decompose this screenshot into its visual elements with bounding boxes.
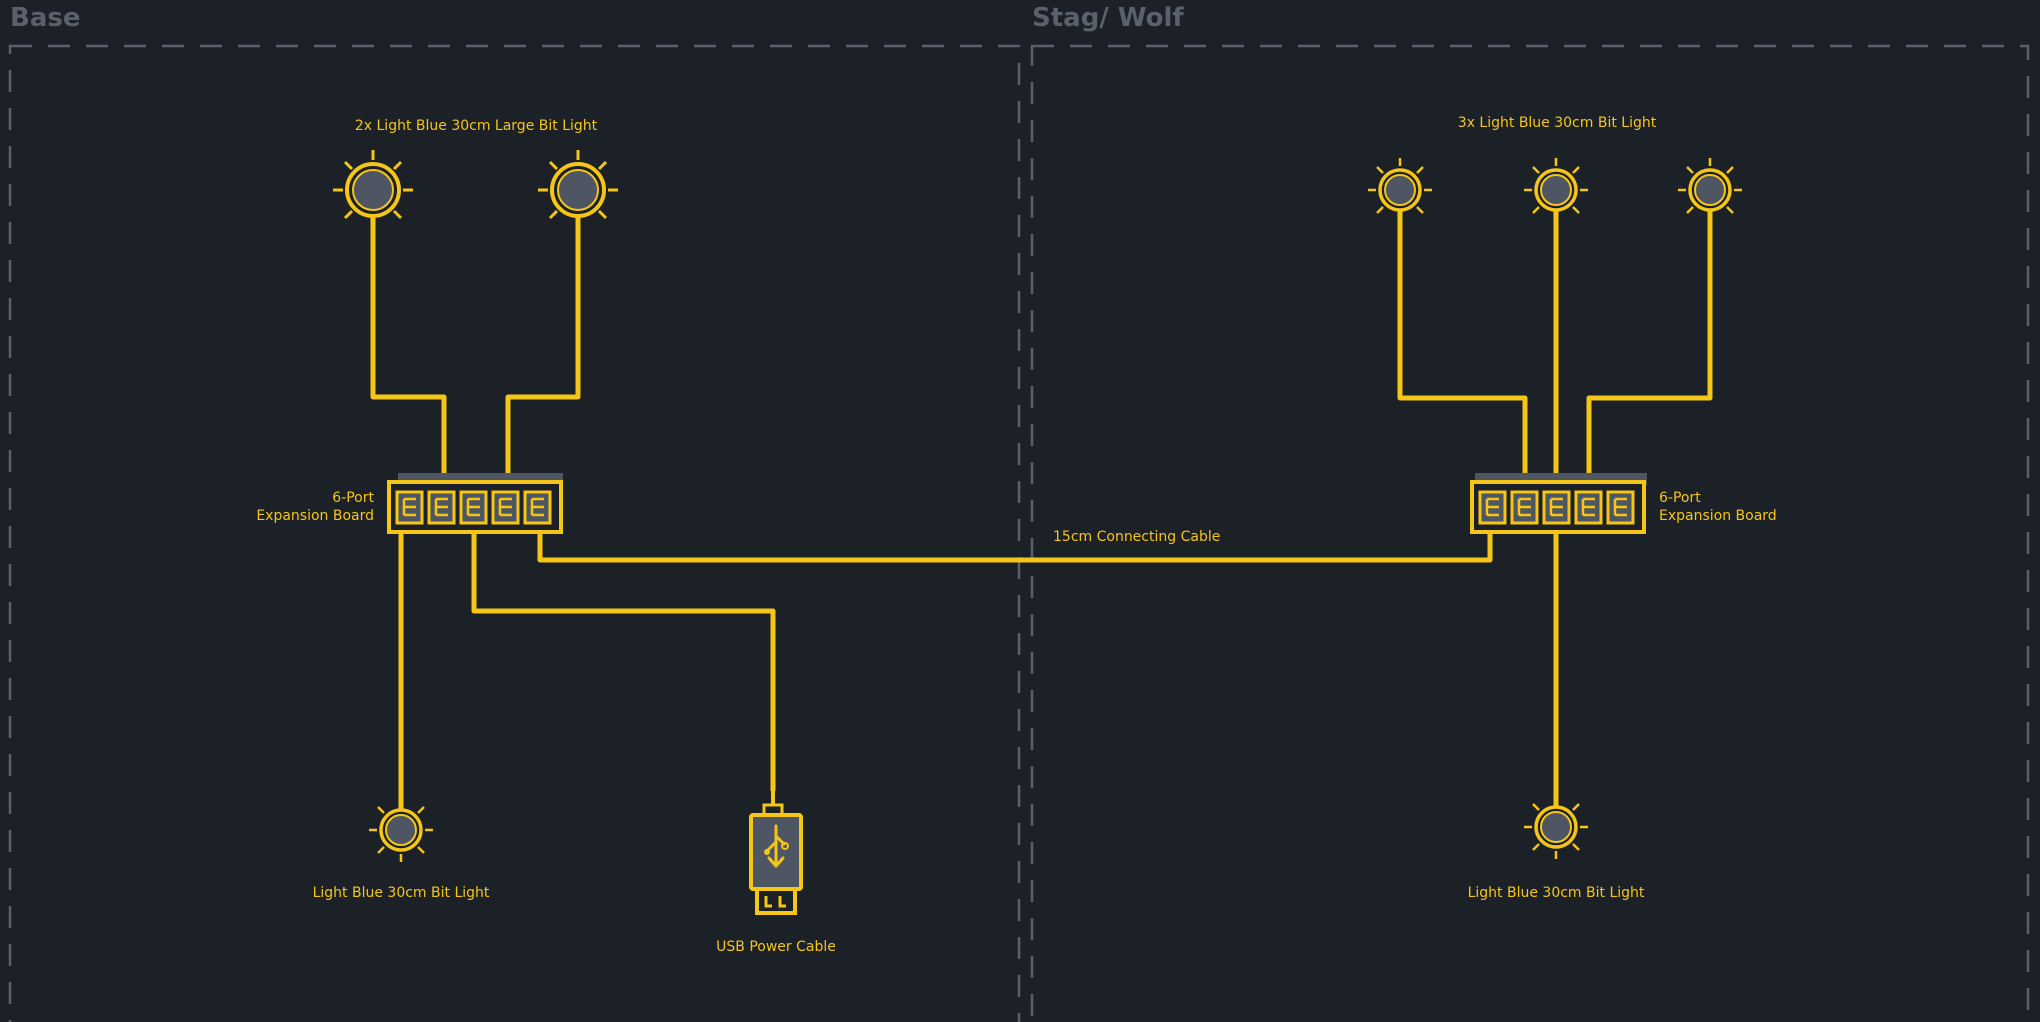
connecting-cable-label: 15cm Connecting Cable [1053, 529, 1220, 545]
stag-section-frame [1030, 44, 2030, 1022]
base-bottom-light-label: Light Blue 30cm Bit Light [313, 885, 490, 901]
board-ports [395, 490, 552, 525]
bit-light-icon [1368, 158, 1432, 222]
bit-light-icon [369, 798, 433, 862]
stag-top-lights-label: 3x Light Blue 30cm Bit Light [1458, 115, 1657, 131]
wire-base-light-2 [505, 207, 581, 478]
bit-light-icon [1678, 158, 1742, 222]
usb-cable-label: USB Power Cable [716, 939, 836, 955]
base-expansion-board [387, 473, 563, 534]
board-ports [1478, 490, 1635, 525]
base-top-lights-label: 2x Light Blue 30cm Large Bit Light [355, 118, 598, 134]
wire-base-light-1 [370, 207, 447, 478]
stag-expansion-board [1470, 473, 1647, 534]
bit-light-icon [538, 150, 618, 230]
stag-board-label-line1: 6-Port [1659, 490, 1701, 506]
base-board-label-line1: 6-Port [332, 490, 374, 506]
stag-bottom-light-label: Light Blue 30cm Bit Light [1468, 885, 1645, 901]
base-section-frame [8, 44, 1021, 1022]
stag-board-label-line2: Expansion Board [1659, 508, 1777, 524]
connecting-cable [537, 529, 1493, 563]
bit-light-icon [1524, 158, 1588, 222]
wire-stag-light-3 [1586, 207, 1713, 478]
usb-plug-icon [749, 790, 803, 915]
bit-light-icon [333, 150, 413, 230]
base-section-title: Base [10, 3, 80, 33]
stag-section-title: Stag/ Wolf [1032, 3, 1184, 33]
wire-stag-light-1 [1397, 207, 1528, 478]
wires [370, 207, 1713, 813]
base-board-label-line2: Expansion Board [256, 508, 374, 524]
bit-light-icon [1524, 795, 1588, 859]
wire-usb-power [471, 529, 776, 793]
